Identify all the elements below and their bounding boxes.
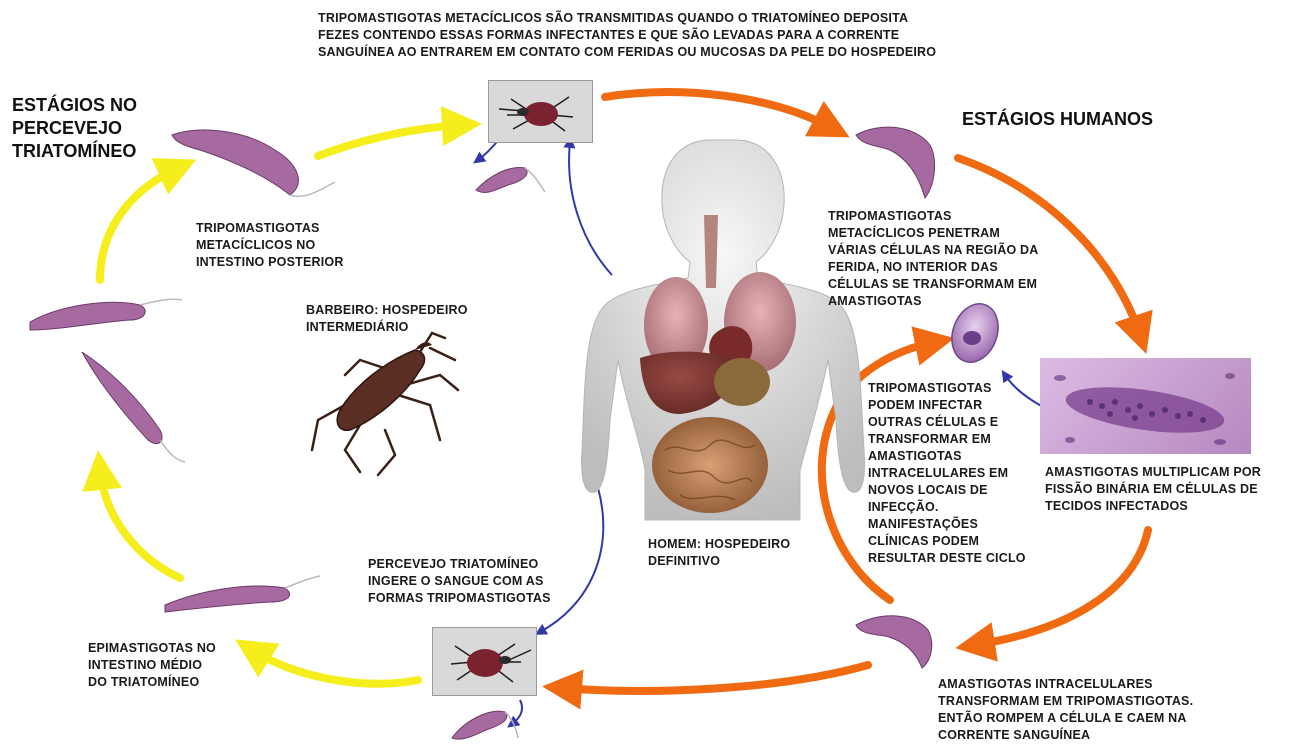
caption-epimastigote-midgut: EPIMASTIGOTAS NO INTESTINO MÉDIO DO TRIA… (88, 640, 268, 691)
trypomastigote-hindgut (172, 130, 335, 196)
arrow-to-epimastigote (252, 650, 418, 684)
arrow-to-bottom-bug (562, 665, 868, 691)
caption-top-transmission: TRIPOMASTIGOTAS METACÍCLICOS SÃO TRANSMI… (318, 10, 998, 61)
triatomine-bug-icon (433, 628, 536, 695)
heading-triatomine-stages: ESTÁGIOS NO PERCEVEJO TRIATOMÍNEO (12, 94, 192, 163)
trypomastigote-feces-top (476, 167, 545, 192)
caption-amastigote-transform: AMASTIGOTAS INTRACELULARES TRANSFORMAM E… (938, 676, 1238, 744)
arrow-up-left-top (100, 168, 178, 280)
heading-human-stages: ESTÁGIOS HUMANOS (962, 108, 1202, 131)
top-bug-photo (488, 80, 593, 143)
epimastigote-midgut (165, 576, 320, 612)
trypomastigote-released (856, 616, 932, 668)
caption-amastigote-multiply: AMASTIGOTAS MULTIPLICAM POR FISSÃO BINÁR… (1045, 464, 1295, 515)
caption-bug-ingests: PERCEVEJO TRIATOMÍNEO INGERE O SANGUE CO… (368, 556, 588, 607)
epimastigote-left-lower (82, 352, 185, 462)
caption-man-host: HOMEM: HOSPEDEIRO DEFINITIVO (648, 536, 818, 570)
trypomastigote-feces-bottom (452, 711, 518, 739)
stomach (714, 358, 770, 406)
arrow-to-human-stage (605, 92, 832, 128)
caption-human-penetration: TRIPOMASTIGOTAS METACÍCLICOS PENETRAM VÁ… (828, 208, 1068, 310)
caption-reinfection: TRIPOMASTIGOTAS PODEM INFECTAR OUTRAS CÉ… (868, 380, 1048, 567)
triatomine-bug-icon (489, 81, 592, 142)
arrow-bottom-bug-out (512, 700, 522, 724)
infected-tissue-photo (1040, 358, 1251, 454)
tissue-micrograph (1040, 358, 1251, 454)
intestines (652, 417, 768, 513)
barbeiro-bug-illustration (312, 333, 458, 475)
trachea (704, 215, 718, 288)
epimastigote-left-upper (30, 299, 182, 330)
bottom-bug-photo (432, 627, 537, 696)
caption-metacyclic-hindgut: TRIPOMASTIGOTAS METACÍCLICOS NO INTESTIN… (196, 220, 396, 271)
trypomastigote-human-entry (856, 127, 935, 198)
arrow-up-left-bottom (100, 470, 180, 578)
caption-barbeiro-host: BARBEIRO: HOSPEDEIRO INTERMEDIÁRIO (306, 302, 506, 336)
arrow-to-top-bug (318, 125, 462, 156)
arrow-body-to-bug (569, 142, 612, 275)
